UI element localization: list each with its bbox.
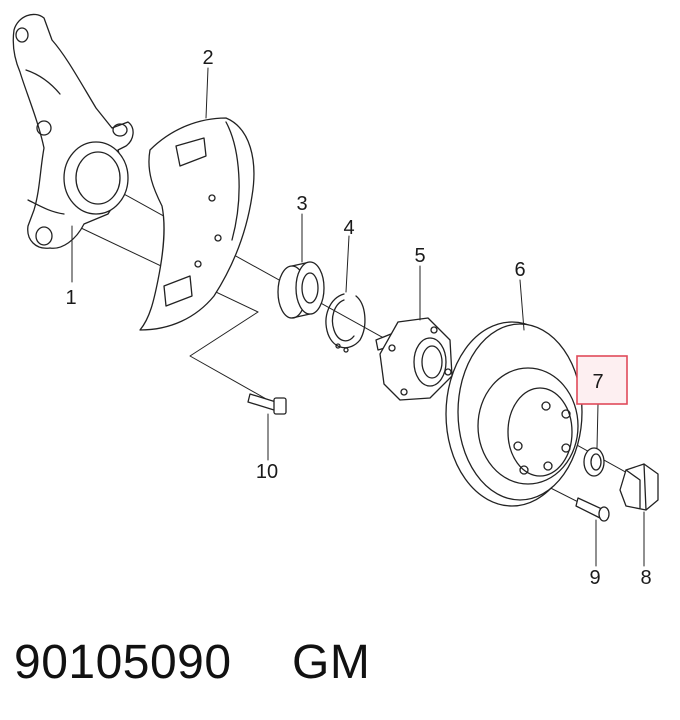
brand-name: GM xyxy=(292,636,371,689)
wheel-stud xyxy=(575,497,610,522)
callout-3: 3 xyxy=(296,193,307,215)
callout-4: 4 xyxy=(343,217,354,239)
bearing xyxy=(277,261,325,319)
snap-ring xyxy=(325,293,366,353)
callout-7-highlight xyxy=(576,355,628,405)
hub-flange xyxy=(375,317,453,401)
callout-2: 2 xyxy=(202,47,213,69)
callout-7: 7 xyxy=(592,371,603,393)
callout-8: 8 xyxy=(640,567,651,589)
exploded-hub-diagram: 1 2 3 4 5 6 7 8 9 10 xyxy=(12,13,659,589)
bolt-axis-line xyxy=(59,217,259,313)
callout-9: 9 xyxy=(589,567,600,589)
washer xyxy=(583,447,605,477)
shield-bolt xyxy=(247,393,287,415)
callout-10: 10 xyxy=(256,461,278,483)
dust-shield xyxy=(139,117,255,331)
callout-6: 6 xyxy=(514,259,525,281)
steering-knuckle xyxy=(12,13,134,249)
brake-disc xyxy=(445,321,583,507)
hub-nut xyxy=(619,463,659,511)
bolt-leader xyxy=(189,311,269,401)
callout-1: 1 xyxy=(65,287,76,309)
callout-5: 5 xyxy=(414,245,425,267)
part-number: 90105090 xyxy=(14,636,232,689)
